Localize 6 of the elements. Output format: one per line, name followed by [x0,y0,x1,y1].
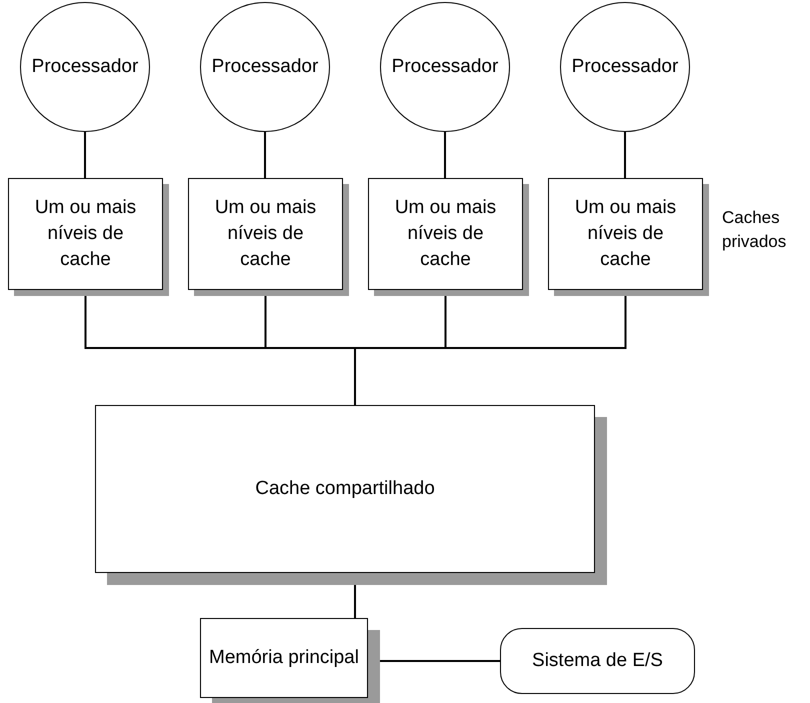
connector-line [624,132,626,178]
connector-line [444,132,446,178]
connector-line [264,132,266,178]
io-system-box: Sistema de E/S [500,628,695,694]
annotation-text: Caches privados [722,207,788,253]
connector-line [84,132,86,178]
